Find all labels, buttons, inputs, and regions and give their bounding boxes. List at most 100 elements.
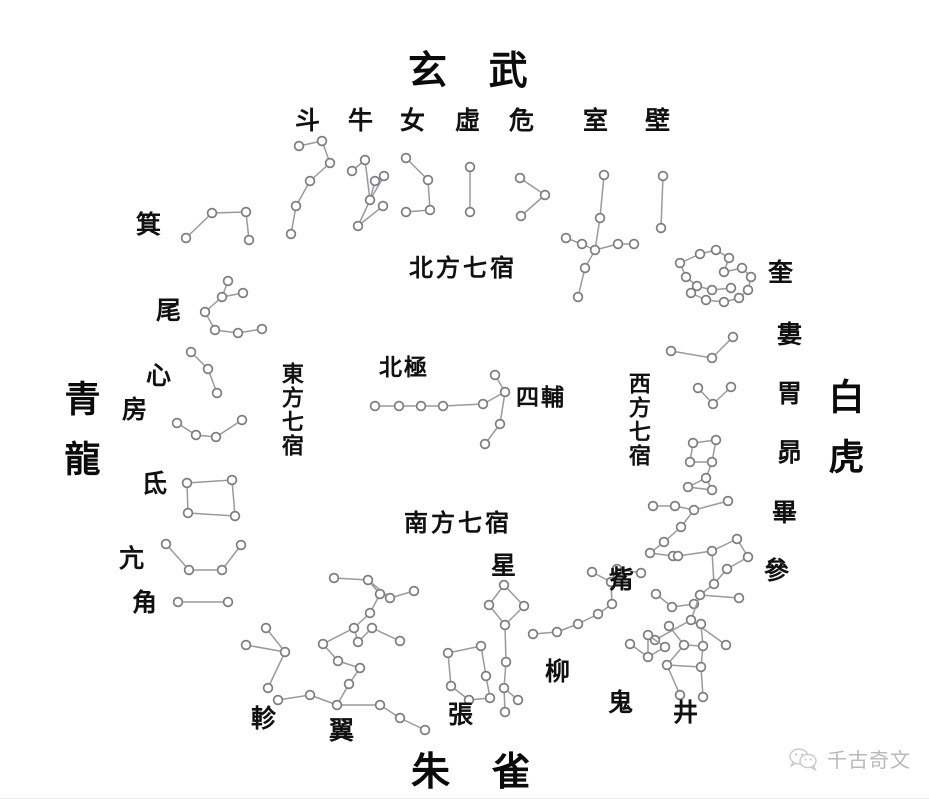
star-node <box>262 682 274 694</box>
mansion-label-kang: 亢 <box>119 544 145 573</box>
mansion-label-nv: 女 <box>400 106 426 135</box>
star-node <box>685 287 697 299</box>
star-link <box>267 651 286 689</box>
constellation-bi-net <box>644 495 734 562</box>
star-node <box>700 472 712 484</box>
star-link <box>594 217 601 251</box>
star-node <box>352 220 364 232</box>
star-node <box>695 661 707 673</box>
star-node <box>293 140 305 152</box>
star-node <box>579 262 591 274</box>
star-node <box>424 204 436 216</box>
star-node <box>343 678 355 690</box>
star-link <box>277 694 311 701</box>
guardian-label-south: 朱 雀 <box>411 750 545 795</box>
mansion-label-zhang: 張 <box>448 700 474 729</box>
star-node <box>364 194 376 206</box>
star-node <box>687 437 699 449</box>
star-node <box>442 647 454 659</box>
star-node <box>674 689 686 701</box>
group-label-north: 北方七宿 <box>409 254 517 282</box>
star-node <box>745 271 757 283</box>
constellation-niu <box>346 154 390 232</box>
star-node <box>352 636 364 648</box>
guardian-label-west-2: 虎 <box>822 438 864 482</box>
star-link <box>711 550 715 585</box>
star-node <box>500 656 512 668</box>
star-node <box>527 628 539 640</box>
star-node <box>226 474 238 486</box>
guardian-label-north: 玄 武 <box>408 49 542 94</box>
group-label-west: 西方七宿 <box>624 372 650 468</box>
star-node <box>475 640 487 652</box>
star-node <box>359 154 371 166</box>
star-node <box>240 639 252 651</box>
star-node <box>378 170 390 182</box>
star-node <box>374 588 386 600</box>
star-node <box>260 622 272 634</box>
constellation-nv <box>400 152 436 218</box>
star-node <box>675 521 687 533</box>
star-link <box>185 212 213 239</box>
star-node <box>678 639 690 651</box>
constellation-gui <box>624 629 671 663</box>
star-node <box>437 400 449 412</box>
star-node <box>498 682 510 694</box>
star-node <box>551 626 563 638</box>
star-node <box>592 608 604 620</box>
star-node <box>394 712 406 724</box>
star-link <box>699 594 740 599</box>
star-node <box>346 165 358 177</box>
star-node <box>240 206 252 218</box>
star-node <box>464 161 476 173</box>
mansion-label-kui: 奎 <box>768 258 794 287</box>
star-node <box>685 614 697 626</box>
constellation-mao <box>682 434 722 496</box>
star-node <box>697 691 709 703</box>
star-node <box>236 414 248 426</box>
constellation-kui <box>674 244 757 308</box>
constellation-jiao <box>172 596 234 608</box>
star-link <box>231 479 236 517</box>
constellation-yi <box>272 572 431 736</box>
star-node <box>408 585 420 597</box>
mansion-label-shen: 參 <box>764 556 790 585</box>
star-node <box>666 601 678 613</box>
star-node <box>190 429 202 441</box>
star-node <box>710 434 722 446</box>
star-node <box>657 170 669 182</box>
star-node <box>210 431 222 443</box>
star-node <box>720 639 732 651</box>
mansion-label-liu: 柳 <box>545 657 571 686</box>
star-node <box>572 291 584 303</box>
star-node <box>694 589 706 601</box>
star-node <box>499 386 511 398</box>
star-node <box>199 306 211 318</box>
mansion-label-niu: 牛 <box>348 106 374 135</box>
mansion-label-jing: 井 <box>673 698 699 727</box>
star-node <box>718 296 730 308</box>
star-node <box>348 622 360 634</box>
star-node <box>624 638 636 650</box>
constellation-ji <box>180 206 255 246</box>
star-node <box>331 699 343 711</box>
constellation-beiji <box>369 369 511 450</box>
star-node <box>477 398 489 410</box>
star-node <box>594 212 606 224</box>
star-node <box>232 327 244 339</box>
star-node <box>611 563 623 575</box>
star-node <box>494 418 506 430</box>
mansion-label-shi: 室 <box>583 106 609 135</box>
star-node <box>180 232 192 244</box>
star-node <box>688 504 700 516</box>
mansion-label-bi-wall: 壁 <box>645 106 671 135</box>
star-link <box>211 211 247 214</box>
star-node <box>400 152 412 164</box>
star-node <box>243 234 255 246</box>
star-node <box>644 547 656 559</box>
star-node <box>576 238 588 250</box>
star-link <box>670 350 713 359</box>
star-node <box>669 500 681 512</box>
star-node <box>650 588 662 600</box>
star-link <box>245 644 286 653</box>
